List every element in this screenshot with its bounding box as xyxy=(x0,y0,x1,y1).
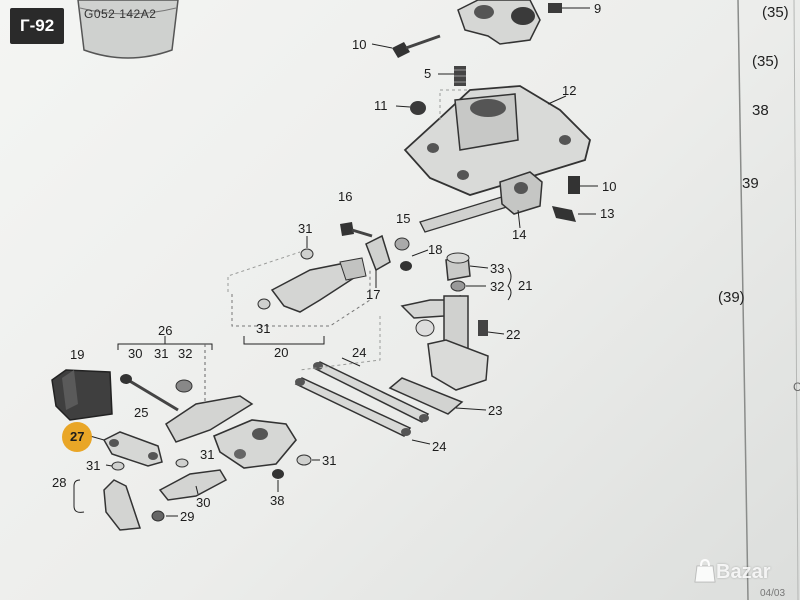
qty-35-a: (35) xyxy=(762,4,789,21)
callout-10-right: 10 xyxy=(602,179,617,194)
callout-31-mid: 31 xyxy=(200,447,215,462)
callout-32-right: 32 xyxy=(490,279,505,294)
watermark-text: Bazar xyxy=(716,561,771,583)
callout-31-right: 31 xyxy=(322,453,337,468)
callout-30-group: 30 xyxy=(128,346,143,361)
callout-21: 21 xyxy=(518,278,533,293)
callout-18: 18 xyxy=(428,242,443,257)
callout-9: 9 xyxy=(594,1,602,16)
callout-13: 13 xyxy=(600,206,615,221)
listing-id-tag: Г-92 xyxy=(10,8,65,44)
canister-part-number: G052 142A2 xyxy=(84,7,157,21)
callout-24-bottom: 24 xyxy=(432,439,447,454)
callout-10-top: 10 xyxy=(352,37,367,52)
callout-32-group: 32 xyxy=(178,346,193,361)
qty-39-paren: (39) xyxy=(718,289,745,306)
callout-20: 20 xyxy=(274,345,289,360)
callout-16: 16 xyxy=(338,189,353,204)
callout-19: 19 xyxy=(70,347,85,362)
watermark-bag-icon xyxy=(694,558,716,583)
callout-31-lever: 31 xyxy=(256,321,271,336)
callout-26: 26 xyxy=(158,323,173,338)
callout-28: 28 xyxy=(52,475,67,490)
callout-33: 33 xyxy=(490,261,505,276)
bottom-corner-fragment: 04/03 xyxy=(760,588,786,599)
callout-5: 5 xyxy=(424,66,432,81)
callout-30-lower: 30 xyxy=(196,495,211,510)
qty-35-b: (35) xyxy=(752,53,779,70)
callout-31-top: 31 xyxy=(298,221,313,236)
callout-23: 23 xyxy=(488,403,503,418)
callout-22: 22 xyxy=(506,327,521,342)
callout-15: 15 xyxy=(396,211,411,226)
highlight-marker-27 xyxy=(62,422,92,452)
qty-39: 39 xyxy=(742,175,759,192)
callout-25: 25 xyxy=(134,405,149,420)
callout-17: 17 xyxy=(366,287,381,302)
callout-11: 11 xyxy=(374,98,388,113)
callout-12: 12 xyxy=(562,83,577,98)
qty-38: 38 xyxy=(752,102,769,119)
edge-fragment: C xyxy=(793,380,800,394)
callout-31-group: 31 xyxy=(154,346,169,361)
callout-29: 29 xyxy=(180,509,195,524)
callout-31-left: 31 xyxy=(86,458,101,473)
callout-24-top: 24 xyxy=(352,345,367,360)
callout-27: 27 xyxy=(70,429,85,444)
callout-38: 38 xyxy=(270,493,285,508)
callout-14: 14 xyxy=(512,227,527,242)
